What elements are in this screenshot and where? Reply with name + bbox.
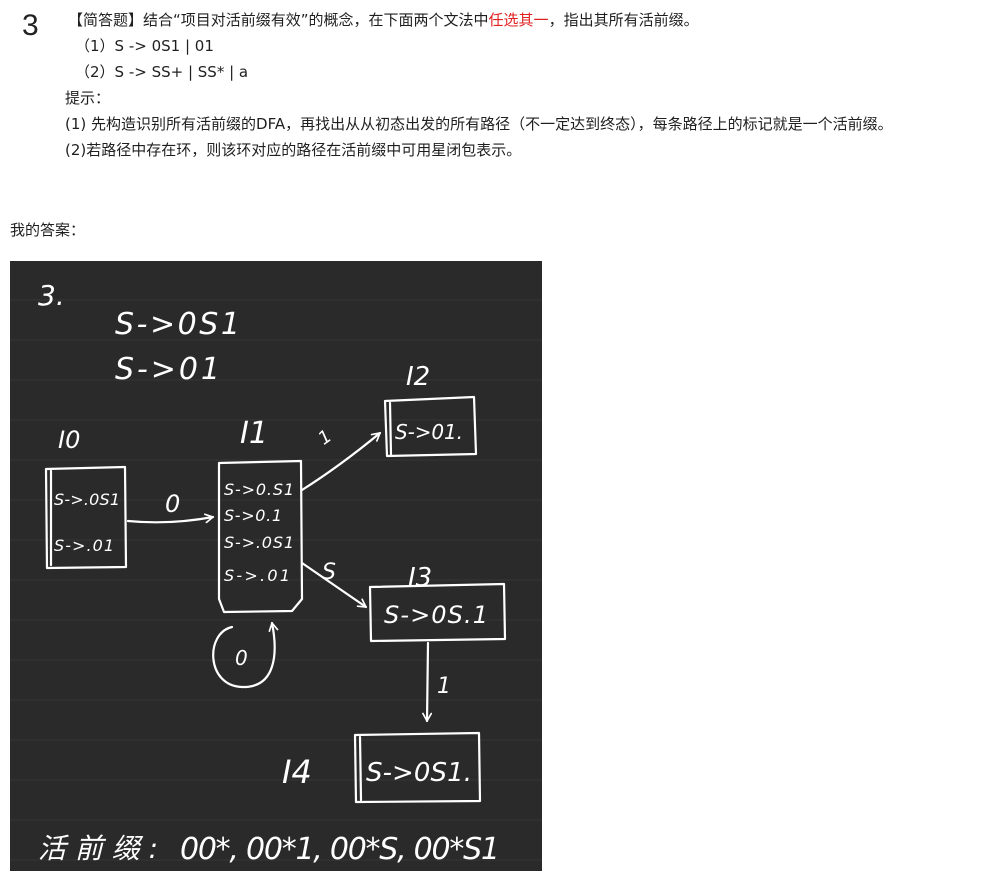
production-2: S->01 — [115, 352, 220, 387]
state-i0-item-1: S->.0S1 — [54, 490, 120, 509]
my-answer-label: 我的答案： — [10, 221, 86, 239]
hint-title: 提示： — [65, 89, 111, 107]
state-i2-box — [383, 395, 478, 458]
state-i2-item-1: S->01. — [395, 420, 463, 444]
edge-i0-to-i1-label: 0 — [165, 490, 180, 518]
state-i2-name: I2 — [406, 362, 430, 392]
state-i0-item-2: S->.01 — [54, 536, 114, 555]
state-i1-item-3: S->.0S1 — [224, 533, 294, 552]
grammar-2: （2）S -> SS+ | SS* | a — [75, 63, 249, 81]
answer-drawing: 3. S->0S1 S->01 I0 S->.0S1 S->.01 0 I1 S… — [38, 279, 507, 867]
edge-i3-to-i4 — [422, 641, 433, 723]
state-i4-name: I4 — [282, 753, 312, 791]
state-i1-item-4: S->.01 — [224, 566, 290, 585]
edge-i1-loop-label: 0 — [235, 646, 248, 670]
conclusion-live-prefixes: 00*, 00*1, 00*S, 00*S1 — [180, 832, 500, 867]
answer-heading: 3. — [38, 279, 65, 312]
state-i3-item-1: S->0S.1 — [384, 601, 488, 629]
state-i4-box — [353, 731, 482, 804]
state-i1-item-1: S->0.S1 — [224, 480, 294, 499]
state-i4-item-1: S->0S1. — [366, 758, 472, 788]
question-prefix: 【简答题】结合“项目对活前缀有效”的概念，在下面两个文法中 — [68, 11, 489, 29]
edge-i1-to-i3 — [300, 561, 368, 609]
state-i3-box — [368, 582, 507, 643]
edge-i3-to-i4-label: 1 — [437, 674, 451, 699]
question-body: 【简答题】结合“项目对活前缀有效”的概念，在下面两个文法中任选其一，指出其所有活… — [0, 7, 1003, 163]
hint-1: (1) 先构造识别所有活前缀的DFA，再找出从从初态出发的所有路径（不一定达到终… — [65, 115, 893, 133]
state-i0-box — [44, 465, 128, 570]
conclusion-label: 活前缀: — [38, 832, 158, 865]
state-i3-name: I3 — [408, 563, 432, 593]
answer-image: 3. S->0S1 S->01 I0 S->.0S1 S->.01 0 I1 S… — [10, 261, 542, 871]
state-i1-item-2: S->0.1 — [224, 506, 282, 525]
question-suffix: ，指出其所有活前缀。 — [548, 11, 699, 29]
edge-i1-to-i2 — [300, 431, 382, 492]
edge-i1-to-i2-label: 1 — [314, 426, 335, 450]
production-1: S->0S1 — [115, 307, 240, 342]
hint-2: (2)若路径中存在环，则该环对应的路径在活前缀中可用星闭包表示。 — [65, 141, 522, 159]
state-i0-name: I0 — [58, 426, 80, 454]
edge-i1-loop — [212, 621, 279, 689]
state-i1-box — [217, 459, 304, 614]
question-title: 【简答题】结合“项目对活前缀有效”的概念，在下面两个文法中任选其一，指出其所有活… — [0, 7, 1003, 33]
edge-i1-to-i3-label: S — [322, 560, 336, 585]
question-number: 3 — [22, 9, 39, 42]
grammar-1: （1）S -> 0S1 | 01 — [75, 37, 214, 55]
edge-i0-to-i1 — [126, 513, 215, 524]
state-i1-name: I1 — [240, 416, 268, 451]
question-highlight: 任选其一 — [488, 11, 549, 29]
